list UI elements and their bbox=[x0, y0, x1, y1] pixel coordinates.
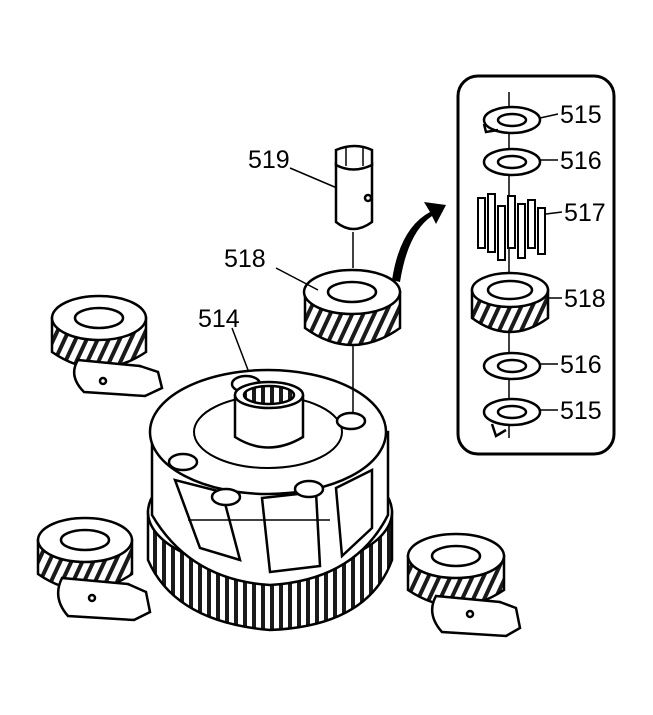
planet-carrier bbox=[146, 368, 394, 632]
washer-top bbox=[482, 147, 542, 177]
label-518-detail: 518 bbox=[564, 285, 606, 313]
pinion-gear-detail bbox=[470, 271, 550, 334]
label-514: 514 bbox=[198, 305, 240, 333]
label-515-top: 515 bbox=[560, 101, 602, 129]
detail-callout-box: 515 516 517 518 516 515 bbox=[456, 74, 616, 456]
label-518: 518 bbox=[224, 245, 266, 273]
pinion-pin bbox=[334, 144, 374, 231]
pinion-gear bbox=[302, 268, 402, 347]
thrust-washer-top bbox=[482, 105, 542, 135]
label-517: 517 bbox=[564, 199, 606, 227]
label-515-bottom: 515 bbox=[560, 397, 602, 425]
label-516-top: 516 bbox=[560, 147, 602, 175]
main-leaders bbox=[231, 167, 338, 371]
pinion-assembly-top-left bbox=[50, 294, 164, 398]
label-516-bottom: 516 bbox=[560, 351, 602, 379]
thrust-washer-bottom bbox=[482, 397, 542, 438]
pinion-assembly-bottom-left bbox=[36, 516, 152, 622]
pinion-assembly-bottom-right bbox=[406, 532, 522, 638]
label-519: 519 bbox=[248, 146, 290, 174]
washer-bottom bbox=[482, 351, 542, 381]
detail-leaders bbox=[539, 113, 563, 411]
needle-bearings bbox=[477, 193, 546, 261]
detail-arrow bbox=[392, 202, 446, 282]
